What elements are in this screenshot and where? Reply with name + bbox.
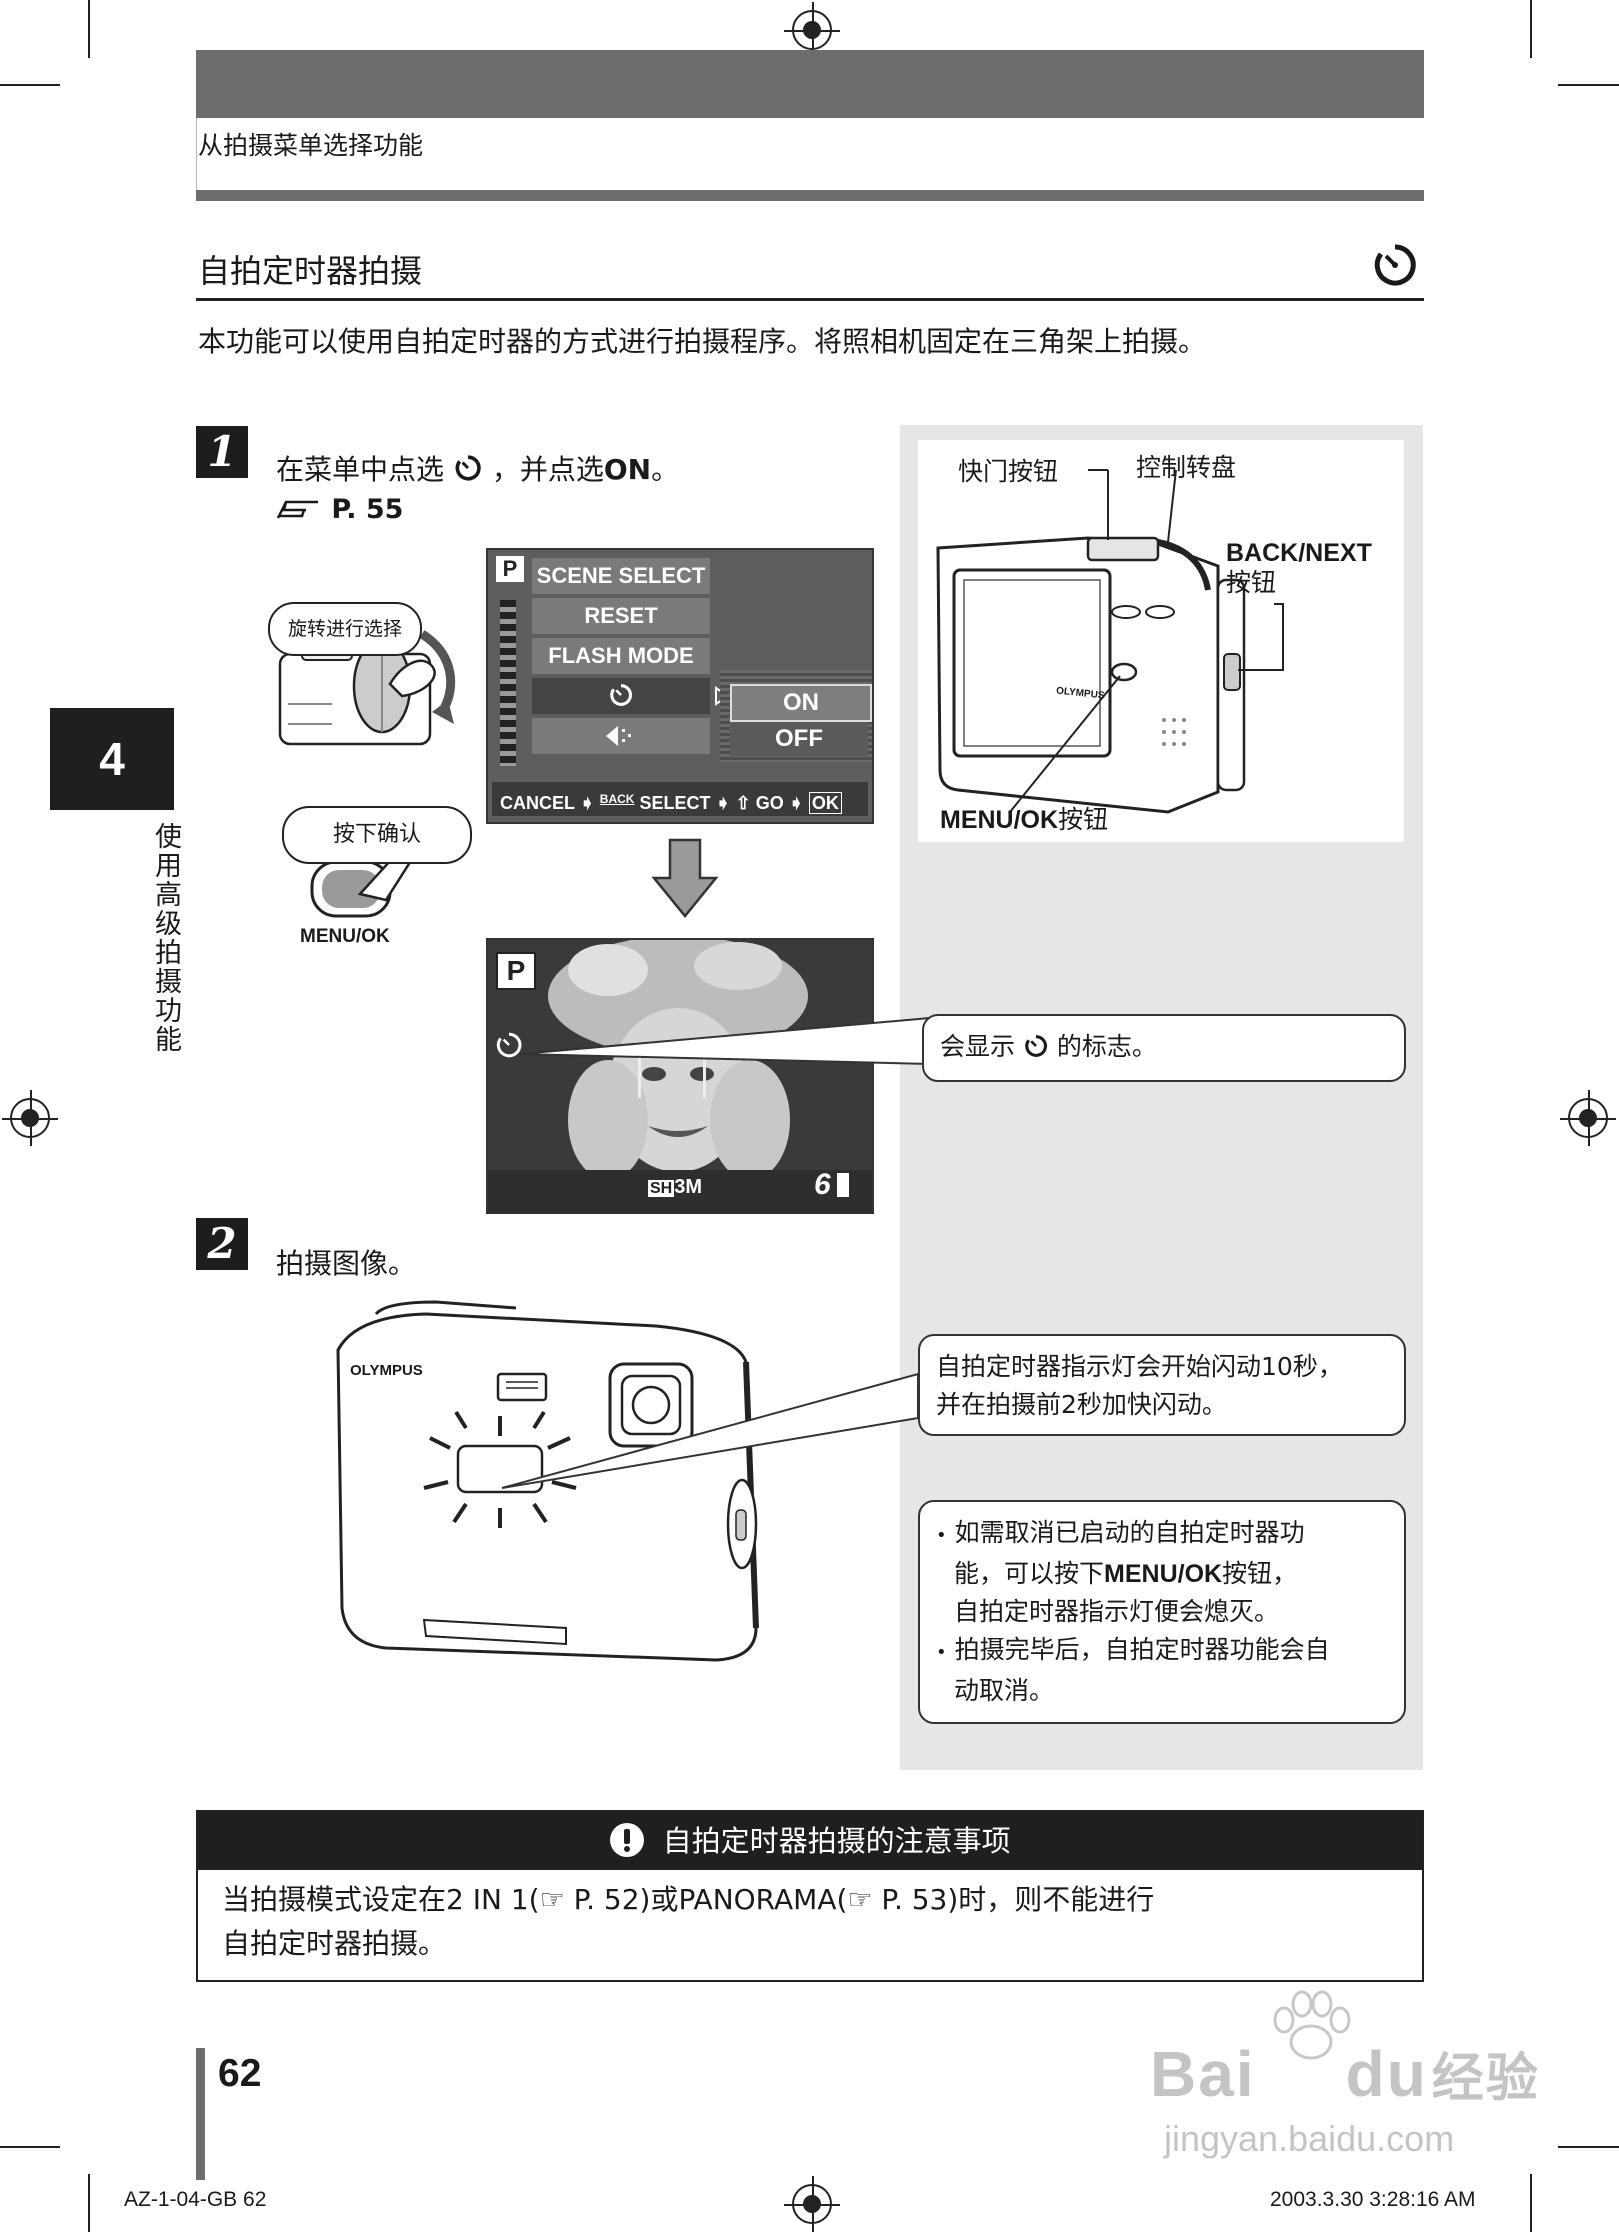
step-number-2: 2 — [196, 1218, 248, 1270]
option-on[interactable]: ON — [730, 684, 872, 722]
page-title: 自拍定时器拍摄 — [198, 252, 423, 290]
flash-exposure-icon — [606, 726, 631, 746]
callout-pointer — [520, 1016, 931, 1066]
section-label: 从拍摄菜单选择功能 — [198, 131, 424, 160]
menu-item-reset[interactable]: RESET — [532, 598, 710, 634]
page-number: 62 — [218, 2052, 262, 2095]
option-off[interactable]: OFF — [730, 722, 868, 756]
camera-back-illustration — [936, 469, 1284, 814]
crop-line — [88, 2174, 90, 2232]
registration-mark-top — [784, 2, 840, 58]
title-rule — [196, 298, 1424, 301]
reference-hand-icon: ☞ — [539, 1883, 565, 1916]
crop-line — [0, 2146, 60, 2148]
mode-badge: P — [496, 556, 524, 582]
page-number-bar — [196, 2048, 205, 2180]
self-timer-icon — [455, 455, 481, 481]
reference-hand-icon — [276, 500, 318, 519]
warning-icon — [610, 1823, 645, 1857]
note-body: 当拍摄模式设定在2 IN 1(☞ P. 52)或PANORAMA(☞ P. 53… — [222, 1883, 1155, 1960]
self-timer-icon — [1374, 244, 1416, 286]
crop-line — [0, 84, 60, 86]
bullet: • — [936, 1642, 947, 1663]
lcd-menu-screen: P SCENE SELECT RESET FLASH MODE ON OFF C… — [486, 548, 874, 824]
ok-label: OK — [808, 792, 842, 814]
brand-label-front: OLYMPUS — [350, 1362, 423, 1379]
step-1-text: 在菜单中点选 ，并点选ON。 — [276, 453, 680, 486]
note-box — [196, 1810, 1424, 1982]
label-control-dial: 控制转盘 — [1136, 453, 1237, 482]
crop-line — [88, 0, 90, 58]
select-label: SELECT — [639, 793, 711, 813]
bullet: • — [936, 1525, 947, 1546]
label-menu-ok: MENU/OK按钮 — [940, 805, 1109, 834]
arrow-icon: ➧ — [715, 793, 731, 813]
menu-item-flash-mode[interactable]: FLASH MODE — [532, 638, 710, 674]
menu-item-flash-exposure[interactable] — [532, 718, 710, 754]
go-label: GO — [755, 793, 784, 813]
watermark-url: jingyan.baidu.com — [1164, 2118, 1455, 2159]
tip-2: • 拍摄完毕后，自拍定时器功能会自 动取消。 — [936, 1635, 1330, 1705]
chapter-label: 使用高级拍摄功能 — [150, 822, 181, 1054]
self-timer-indicator-icon — [496, 1032, 522, 1058]
footer-left: AZ-1-04-GB 62 — [124, 2188, 267, 2211]
back-label: BACK — [599, 792, 635, 806]
registration-mark-left — [2, 1090, 58, 1146]
callout-tips: • 如需取消已启动的自拍定时器功 能，可以按下MENU/OK按钮， 自拍定时器指… — [918, 1500, 1406, 1724]
footer-right: 2003.3.30 3:28:16 AM — [1270, 2188, 1476, 2211]
callout-lamp: 自拍定时器指示灯会开始闪动10秒， 并在拍摄前2秒加快闪动。 — [918, 1334, 1406, 1436]
menu-scroll-indicator — [500, 600, 516, 766]
paw-watermark-icon — [1273, 1990, 1351, 2060]
menu-ok-label: MENU/OK — [300, 926, 390, 947]
note-header: 自拍定时器拍摄的注意事项 — [198, 1812, 1422, 1870]
registration-mark-bottom — [784, 2176, 840, 2232]
menu-item-scene-select[interactable]: SCENE SELECT — [532, 558, 710, 594]
dial-icon: ⇧ — [735, 793, 751, 813]
af-target-mark — [638, 1050, 706, 1098]
crop-line — [1530, 2174, 1532, 2232]
header-divider — [196, 118, 197, 190]
self-timer-icon — [610, 684, 633, 706]
press-bubble: 按下确认 — [282, 806, 472, 864]
callout-self-timer-mark: 会显示 的标志。 — [922, 1014, 1406, 1082]
camera-front-illustration — [336, 1300, 759, 1662]
callout-pointer — [501, 1372, 919, 1489]
mode-badge: P — [496, 952, 536, 990]
page-reference: P. 55 — [276, 494, 403, 525]
intro-text: 本功能可以使用自拍定时器的方式进行拍摄程序。将照相机固定在三角架上拍摄。 — [198, 325, 1207, 358]
crop-line — [1558, 84, 1619, 86]
menu-item-self-timer[interactable] — [532, 678, 710, 714]
self-timer-icon — [1025, 1035, 1048, 1057]
frame-counter: 6 — [814, 1168, 849, 1202]
header-bar — [196, 50, 1424, 118]
step-number-1: 1 — [196, 426, 248, 478]
reference-hand-icon: ☞ — [847, 1883, 873, 1916]
cancel-label: CANCEL — [500, 793, 575, 813]
arrow-icon: ➧ — [788, 793, 804, 813]
dial-bubble: 旋转进行选择 — [268, 602, 422, 656]
chapter-number: 4 — [50, 708, 174, 810]
registration-mark-right — [1560, 1090, 1616, 1146]
header-rule — [196, 190, 1424, 201]
crop-line — [1530, 0, 1532, 58]
label-shutter: 快门按钮 — [958, 457, 1059, 486]
tip-1: • 如需取消已启动的自拍定时器功 能，可以按下MENU/OK按钮， 自拍定时器指… — [936, 1518, 1305, 1626]
step-2-text: 拍摄图像。 — [276, 1247, 417, 1280]
down-arrow-icon — [651, 838, 719, 918]
lcd-bottom-bar: CANCEL ➧ BACK SELECT ➧ ⇧ GO ➧ OK — [492, 782, 868, 816]
crop-line — [1558, 2146, 1619, 2148]
arrow-icon: ➧ — [579, 793, 595, 813]
